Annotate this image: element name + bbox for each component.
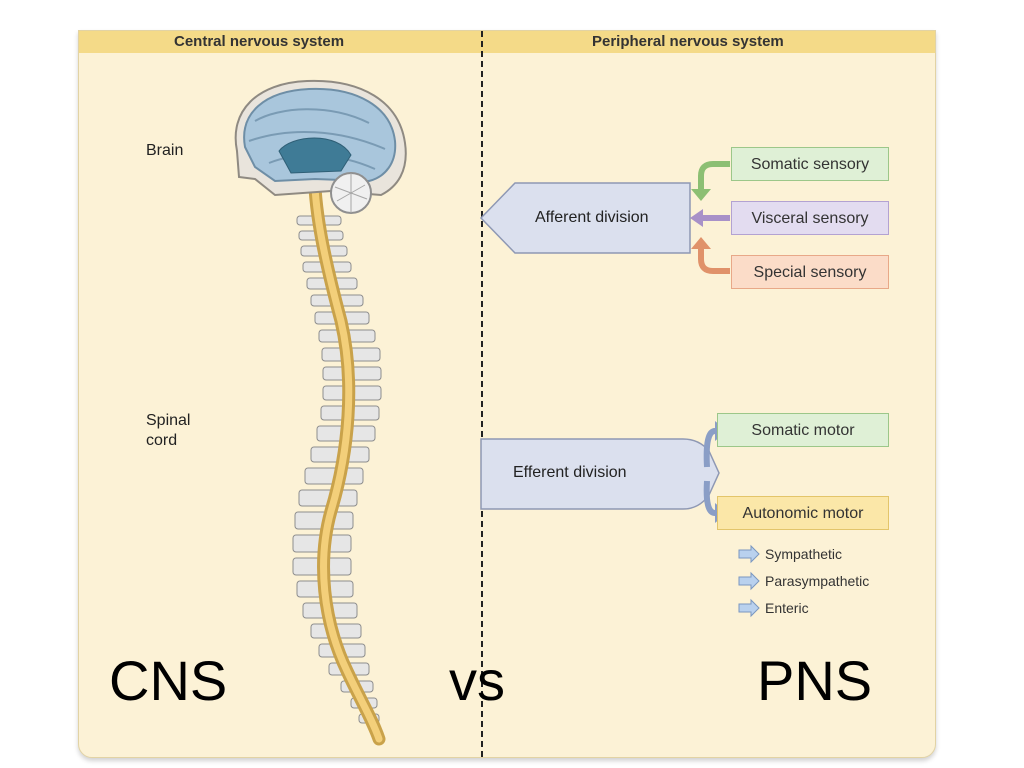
somatic-sensory-arrow xyxy=(698,161,730,193)
efferent-division-label: Efferent division xyxy=(513,464,627,481)
somatic-motor-arrow xyxy=(703,428,716,468)
sympathetic-label: Sympathetic xyxy=(765,546,843,562)
parasympathetic-label: Parasympathetic xyxy=(765,573,870,589)
efferent-division-shape xyxy=(480,438,720,510)
diagram-panel: Central nervous system Peripheral nervou… xyxy=(78,30,936,758)
enteric-label: Enteric xyxy=(765,600,809,616)
cns-illustration xyxy=(234,79,760,746)
spinal-cord-label-line2: cord xyxy=(146,432,178,449)
somatic-sensory-box: Somatic sensory xyxy=(731,147,889,181)
afferent-division-label: Afferent division xyxy=(535,209,649,226)
autonomic-sub-arrows xyxy=(738,544,760,618)
somatic-motor-box: Somatic motor xyxy=(717,413,889,447)
cns-header-title: Central nervous system xyxy=(174,33,345,50)
autonomic-motor-box: Autonomic motor xyxy=(717,496,889,530)
special-sensory-arrow xyxy=(698,245,730,274)
vs-big-label: vs xyxy=(449,649,505,712)
spinal-cord-label-line1: Spinal xyxy=(146,412,191,429)
brain-label: Brain xyxy=(146,142,184,159)
header-bar: Central nervous system Peripheral nervou… xyxy=(79,31,935,53)
center-divider xyxy=(481,31,483,757)
pns-header-title: Peripheral nervous system xyxy=(592,33,784,50)
visceral-sensory-box: Visceral sensory xyxy=(731,201,889,235)
autonomic-motor-arrow xyxy=(703,480,716,516)
pns-big-label: PNS xyxy=(757,649,873,712)
cns-big-label: CNS xyxy=(109,649,228,712)
special-sensory-box: Special sensory xyxy=(731,255,889,289)
